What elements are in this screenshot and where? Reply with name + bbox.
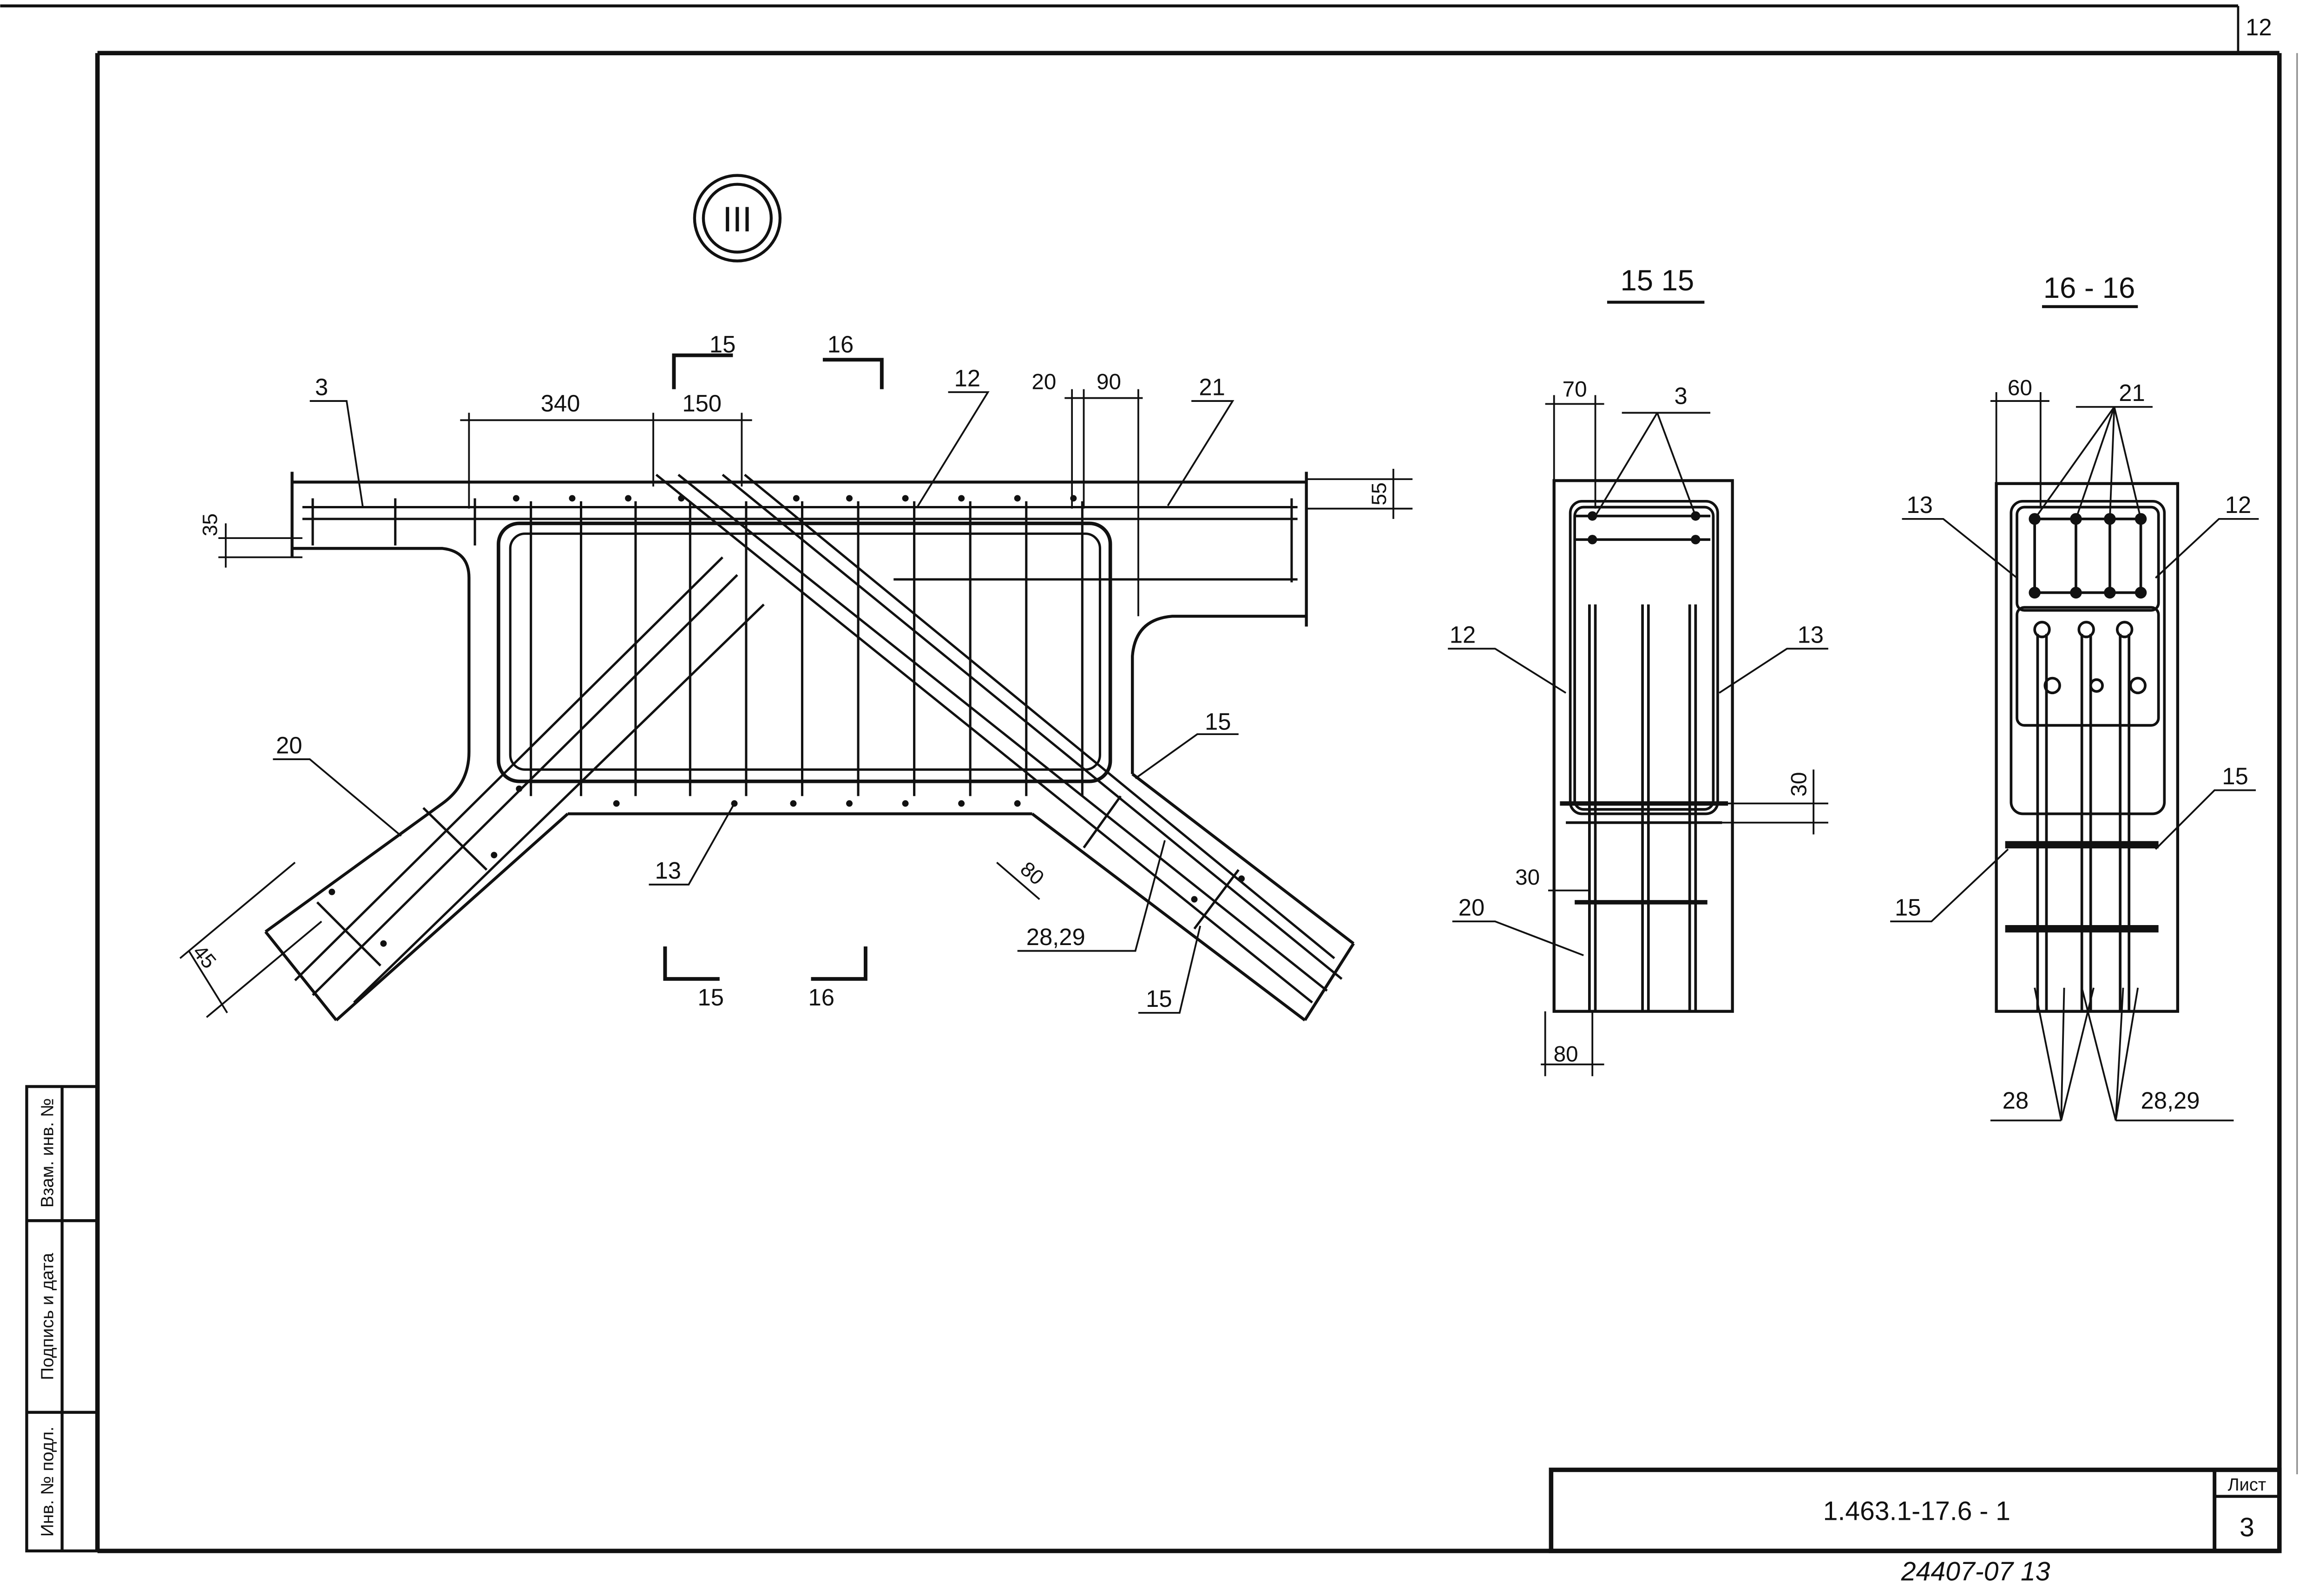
section-mark-bottom-16: 16 bbox=[808, 984, 834, 1011]
section-16-dims bbox=[1890, 392, 2259, 1122]
callout-28-29: 28,29 bbox=[1026, 924, 1085, 950]
callout-15-lower: 15 bbox=[1146, 985, 1172, 1012]
section-mark-top-15: 15 bbox=[709, 331, 736, 357]
callout-21: 21 bbox=[1199, 374, 1225, 400]
main-view-concrete-outline bbox=[264, 472, 1355, 1022]
section-16-title: 16 - 16 bbox=[2043, 272, 2135, 304]
main-view-dimension-lines bbox=[179, 353, 1413, 1018]
section-16-callout-12: 12 bbox=[2225, 492, 2251, 518]
detail-mark-label: III bbox=[722, 200, 752, 239]
section-16-callout-15-upper: 15 bbox=[2222, 763, 2248, 789]
section-15-dim-30-vertical: 30 bbox=[1787, 772, 1811, 797]
section-15-dim-70: 70 bbox=[1563, 377, 1587, 402]
sheet-label: Лист bbox=[2228, 1475, 2266, 1495]
section-15-bars bbox=[1588, 511, 1701, 545]
document-code: 1.463.1-17.6 - 1 bbox=[1823, 1496, 2010, 1526]
main-view-bar-sections bbox=[328, 495, 1245, 947]
section-16-callout-13: 13 bbox=[1906, 492, 1932, 518]
side-stamp-signature-label: Подпись и дата bbox=[38, 1253, 58, 1380]
section-15-dims bbox=[1448, 395, 1828, 1077]
sheet-number: 3 bbox=[2240, 1512, 2254, 1542]
section-15-callout-20: 20 bbox=[1458, 894, 1484, 920]
title-block bbox=[1549, 1467, 2282, 1553]
section-16-callout-28: 28 bbox=[2003, 1087, 2029, 1114]
dim-90: 90 bbox=[1097, 370, 1121, 394]
callout-3: 3 bbox=[315, 374, 328, 400]
section-16-dim-60: 60 bbox=[2008, 375, 2032, 400]
callout-15-upper: 15 bbox=[1205, 709, 1231, 735]
dim-20: 20 bbox=[1031, 370, 1056, 394]
side-stamp-inventory-label: Инв. № подл. bbox=[38, 1426, 58, 1537]
section-15-callout-13: 13 bbox=[1798, 621, 1824, 648]
dim-150: 150 bbox=[682, 390, 722, 416]
callout-20: 20 bbox=[276, 732, 302, 758]
side-stamp-replacement-label: Взам. инв. № bbox=[38, 1098, 58, 1208]
section-15-title: 15 15 bbox=[1620, 264, 1694, 297]
section-16-bars bbox=[2029, 513, 2147, 599]
side-stamp bbox=[25, 1085, 99, 1553]
drawing-frame bbox=[0, 4, 2298, 1553]
dim-55: 55 bbox=[1368, 482, 1391, 505]
footer-stamp: 24407-07 13 bbox=[1901, 1557, 2050, 1586]
dim-45: 45 bbox=[188, 941, 220, 973]
section-15-dim-30-horizontal: 30 bbox=[1515, 865, 1540, 890]
section-15-dim-80: 80 bbox=[1554, 1042, 1578, 1067]
section-16-callout-15-lower: 15 bbox=[1895, 894, 1921, 920]
section-15-callout-12: 12 bbox=[1450, 621, 1476, 648]
section-mark-bottom-15: 15 bbox=[698, 984, 724, 1011]
callout-12: 12 bbox=[954, 365, 980, 391]
detail-mark-circle bbox=[693, 174, 782, 263]
dim-340: 340 bbox=[541, 390, 580, 416]
section-15-drawing bbox=[1552, 479, 1734, 1013]
section-mark-top-16: 16 bbox=[828, 331, 854, 357]
corner-sheet-number: 12 bbox=[2246, 14, 2272, 40]
section-15-callout-3: 3 bbox=[1674, 382, 1687, 409]
dim-80: 80 bbox=[1016, 857, 1048, 889]
section-16-callout-21: 21 bbox=[2119, 380, 2145, 406]
section-16-callout-28-29: 28,29 bbox=[2141, 1087, 2200, 1114]
dim-35: 35 bbox=[199, 513, 222, 536]
section-16-drawing bbox=[1995, 482, 2180, 1013]
callout-13: 13 bbox=[655, 857, 681, 884]
main-view-reinforcement bbox=[294, 473, 1343, 1004]
